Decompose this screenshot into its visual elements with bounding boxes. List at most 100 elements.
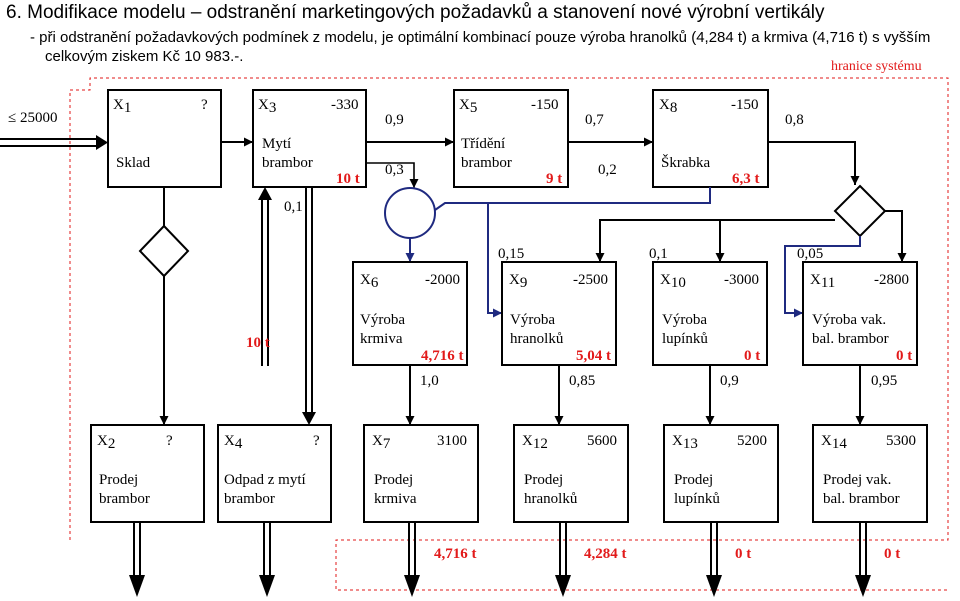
coef-into-x10: 0,1 <box>649 246 668 262</box>
output-amount-x14: 0 t <box>884 546 900 562</box>
system-boundary <box>69 77 949 591</box>
coef-x3-x5: 0,9 <box>385 112 404 128</box>
coef-x8-out: 0,8 <box>785 112 804 128</box>
box-x6-amount: 4,716 t <box>421 348 464 364</box>
box-x2-name1: Prodej <box>99 472 138 488</box>
box-x6-krmiva: X6 -2000 Výroba krmiva 4,716 t <box>352 261 468 366</box>
box-x3-name2: brambor <box>262 155 313 171</box>
box-x5-name1: Třídění <box>461 136 505 152</box>
box-x5-name2: brambor <box>461 155 512 171</box>
box-x2-name2: brambor <box>99 491 150 507</box>
coef-x5-x9: 0,2 <box>598 162 617 178</box>
box-x7-prodej-krmiva: X7 3100 Prodej krmiva <box>363 424 479 523</box>
box-x9-name1: Výroba <box>510 312 555 328</box>
input-limit-label: ≤ 25000 <box>8 110 57 126</box>
box-x5-amount: 9 t <box>546 171 562 187</box>
box-x2-prodej-brambor: X2 ? Prodej brambor <box>90 424 205 523</box>
box-x14-value: 5300 <box>886 433 916 449</box>
box-x9-hranolku: X9 -2500 Výroba hranolků 5,04 t <box>501 261 617 366</box>
output-arrow-x7 <box>404 522 420 597</box>
box-x6-value: -2000 <box>425 272 460 288</box>
box-x11-amount: 0 t <box>896 348 912 364</box>
box-x11-name1: Výroba vak. <box>812 312 886 328</box>
coef-x3-waste: 0,1 <box>284 199 303 215</box>
box-x6-name1: Výroba <box>360 312 405 328</box>
box-x6-name2: krmiva <box>360 331 403 347</box>
box-x10-value: -3000 <box>724 272 759 288</box>
box-x7-name2: krmiva <box>374 491 417 507</box>
box-x1-sklad: X1 ? Sklad <box>107 89 222 188</box>
box-x4-var: X4 <box>224 433 243 452</box>
box-x13-name1: Prodej <box>674 472 713 488</box>
box-x4-name1: Odpad z mytí <box>224 472 306 488</box>
arrow-into-x9 <box>487 203 502 318</box>
coef-x10-out: 0,9 <box>720 373 739 389</box>
box-x11-value: -2800 <box>874 272 909 288</box>
split-node-left <box>138 224 190 278</box>
output-amount-x7: 4,716 t <box>434 546 477 562</box>
coef-x3-x6: 0,3 <box>385 162 404 178</box>
coef-x9-out: 0,85 <box>569 373 595 389</box>
input-double-arrow <box>0 135 108 150</box>
system-boundary-label: hranice systému <box>831 59 922 74</box>
box-x12-var: X12 <box>522 433 548 452</box>
box-x13-prodej-lupinku: X13 5200 Prodej lupínků <box>663 424 779 523</box>
box-x5-value: -150 <box>531 97 559 113</box>
box-x14-name2: bal. brambor <box>823 491 900 507</box>
output-arrow-x13 <box>706 522 722 597</box>
box-x11-var: X11 <box>810 272 835 291</box>
waste-amount-label: 10 t <box>246 335 270 351</box>
coef-into-x9: 0,15 <box>498 246 524 262</box>
output-arrow-x2 <box>129 522 145 597</box>
merge-node-circle <box>384 187 436 239</box>
box-x8-skrabka: X8 -150 Škrabka 6,3 t <box>652 89 769 188</box>
box-x12-name2: hranolků <box>524 491 578 507</box>
split-node-right <box>833 184 887 238</box>
box-x3-myti: X3 -330 Mytí brambor 10 t <box>252 89 367 188</box>
page-title: 6. Modifikace modelu – odstranění market… <box>6 2 825 23</box>
box-x9-name2: hranolků <box>510 331 564 347</box>
box-x2-var: X2 <box>97 433 115 452</box>
box-x6-var: X6 <box>360 272 379 291</box>
box-x3-var: X3 <box>258 97 276 116</box>
box-x3-value: -330 <box>331 97 359 113</box>
arrow-split-x11 <box>784 236 861 318</box>
arrow-x3-merge <box>366 162 419 188</box>
box-x4-name2: brambor <box>224 491 275 507</box>
box-x12-name1: Prodej <box>524 472 563 488</box>
box-x4-odpad: X4 ? Odpad z mytí brambor <box>217 424 332 523</box>
box-x7-value: 3100 <box>437 433 467 449</box>
description-line-1: - při odstranění požadavkových podmínek … <box>30 29 931 46</box>
box-x1-name: Sklad <box>116 155 151 171</box>
box-x9-var: X9 <box>509 272 527 291</box>
box-x7-var: X7 <box>372 433 391 452</box>
arrow-x8-split <box>768 141 860 185</box>
box-x8-name: Škrabka <box>661 154 710 171</box>
box-x3-amount: 10 t <box>336 171 360 187</box>
box-x14-var: X14 <box>821 433 847 452</box>
waste-double-arrow-down <box>302 187 316 425</box>
box-x13-var: X13 <box>672 433 698 452</box>
box-x9-value: -2500 <box>573 272 608 288</box>
box-x8-value: -150 <box>731 97 759 113</box>
box-x11-name2: bal. brambor <box>812 331 889 347</box>
coef-into-x11: 0,05 <box>797 246 823 262</box>
box-x8-amount: 6,3 t <box>732 171 760 187</box>
box-x4-value: ? <box>313 433 320 449</box>
box-x11-vak: X11 -2800 Výroba vak. bal. brambor 0 t <box>802 261 918 366</box>
box-x2-value: ? <box>166 433 173 449</box>
box-x10-lupinku: X10 -3000 Výroba lupínků 0 t <box>652 261 768 366</box>
coef-x6-out: 1,0 <box>420 373 439 389</box>
coef-x11-out: 0,95 <box>871 373 897 389</box>
box-x7-name1: Prodej <box>374 472 413 488</box>
box-x14-prodej-vak: X14 5300 Prodej vak. bal. brambor <box>812 424 928 523</box>
box-x14-name1: Prodej vak. <box>823 472 891 488</box>
coef-x5-x8: 0,7 <box>585 112 604 128</box>
arrow-split-x11-top <box>885 210 907 262</box>
box-x3-name1: Mytí <box>262 136 291 152</box>
box-x10-name1: Výroba <box>662 312 707 328</box>
waste-double-arrow-up <box>258 187 272 366</box>
box-x13-value: 5200 <box>737 433 767 449</box>
output-amount-x13: 0 t <box>735 546 751 562</box>
